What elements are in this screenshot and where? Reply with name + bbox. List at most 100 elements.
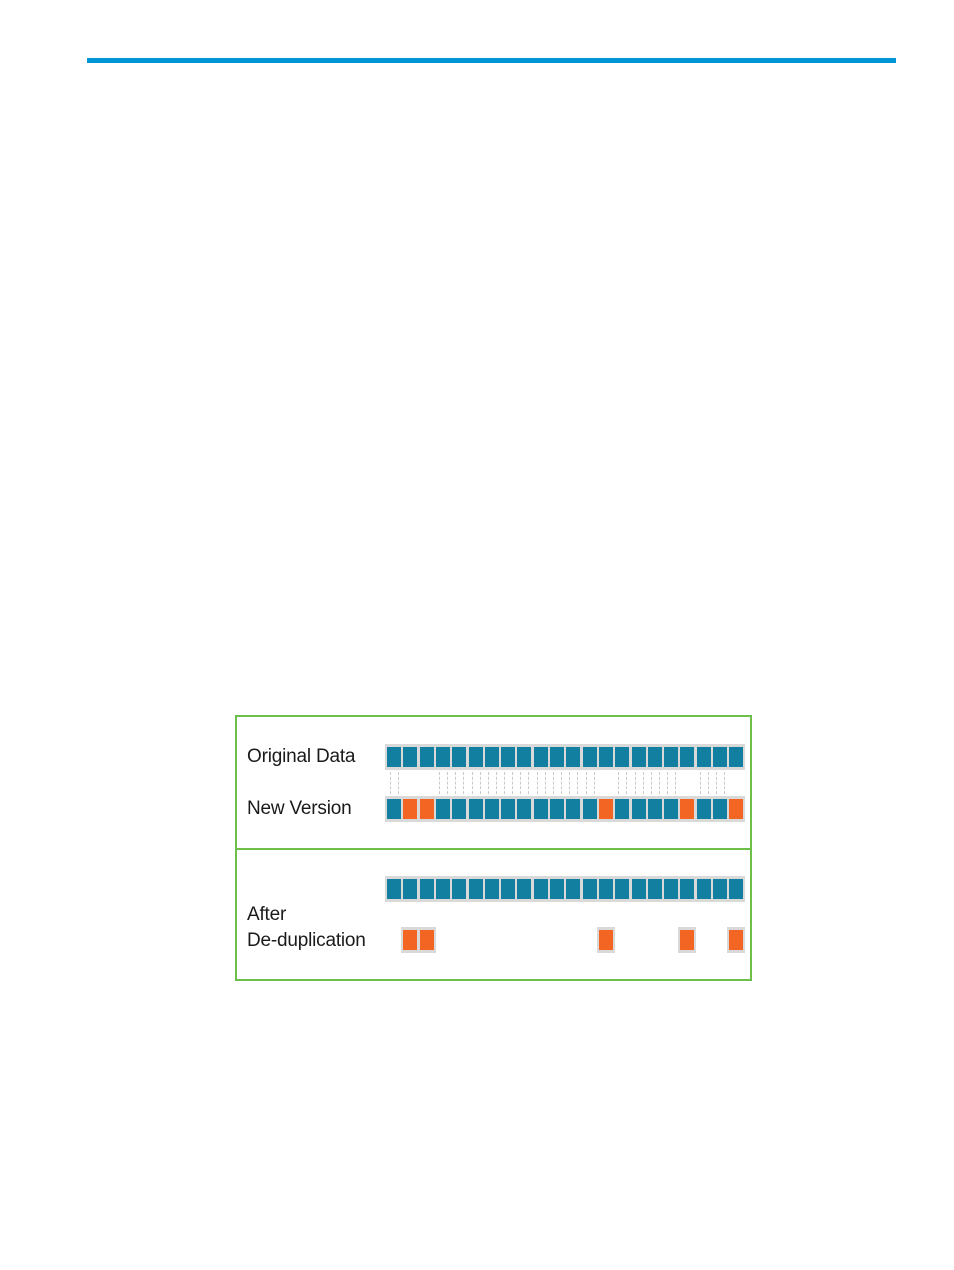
- original-unchanged-block: [485, 747, 499, 767]
- stored-changed-block: [403, 930, 417, 950]
- stored-unchanged-block: [615, 879, 629, 899]
- stored-unchanged-block: [452, 879, 466, 899]
- correspondence-line: [512, 772, 513, 794]
- correspondence-line: [496, 772, 497, 794]
- stored-changed-block: [729, 930, 743, 950]
- original-unchanged-block: [403, 747, 417, 767]
- original-unchanged-block: [583, 747, 597, 767]
- stored-unchanged-block: [469, 879, 483, 899]
- correspondence-line: [553, 772, 554, 794]
- original-unchanged-block: [517, 747, 531, 767]
- correspondence-line: [577, 772, 578, 794]
- original-unchanged-block: [469, 747, 483, 767]
- correspondence-line: [520, 772, 521, 794]
- new-version-unchanged-block: [436, 799, 450, 819]
- stored-unchanged-block: [403, 879, 417, 899]
- correspondence-line: [398, 772, 399, 794]
- correspondence-line: [488, 772, 489, 794]
- stored-unchanged-block: [566, 879, 580, 899]
- stored-changed-block: [420, 930, 434, 950]
- correspondence-line: [390, 772, 391, 794]
- correspondence-line: [675, 772, 676, 794]
- original-unchanged-block: [501, 747, 515, 767]
- new-version-unchanged-block: [648, 799, 662, 819]
- new-version-changed-block: [680, 799, 694, 819]
- stored-unchanged-block: [713, 879, 727, 899]
- original-data-label: Original Data: [247, 744, 355, 770]
- stored-unchanged-block: [697, 879, 711, 899]
- original-unchanged-block: [550, 747, 564, 767]
- original-unchanged-block: [632, 747, 646, 767]
- stored-unchanged-block: [550, 879, 564, 899]
- new-version-unchanged-block: [566, 799, 580, 819]
- original-unchanged-block: [729, 747, 743, 767]
- new-version-changed-block: [599, 799, 613, 819]
- correspondence-line: [643, 772, 644, 794]
- stored-unchanged-block: [517, 879, 531, 899]
- new-version-unchanged-block: [501, 799, 515, 819]
- stored-unchanged-block: [632, 879, 646, 899]
- stored-unchanged-block: [436, 879, 450, 899]
- original-unchanged-block: [680, 747, 694, 767]
- correspondence-line: [528, 772, 529, 794]
- stored-unchanged-block: [729, 879, 743, 899]
- correspondence-line: [635, 772, 636, 794]
- original-unchanged-block: [713, 747, 727, 767]
- correspondence-line: [504, 772, 505, 794]
- new-version-unchanged-block: [713, 799, 727, 819]
- after-label: After: [247, 902, 286, 928]
- correspondence-line: [667, 772, 668, 794]
- stored-unchanged-block: [599, 879, 613, 899]
- correspondence-line: [447, 772, 448, 794]
- original-unchanged-block: [436, 747, 450, 767]
- correspondence-line: [561, 772, 562, 794]
- correspondence-line: [618, 772, 619, 794]
- stored-changed-group: [678, 927, 696, 953]
- stored-unchanged-block: [420, 879, 434, 899]
- new-version-unchanged-block: [452, 799, 466, 819]
- stored-unchanged-block: [664, 879, 678, 899]
- correspondence-line: [455, 772, 456, 794]
- deduplicated-stored-blocks: [385, 876, 745, 902]
- original-unchanged-block: [387, 747, 401, 767]
- stored-changed-block: [599, 930, 613, 950]
- correspondence-line: [586, 772, 587, 794]
- original-unchanged-block: [648, 747, 662, 767]
- new-version-unchanged-block: [632, 799, 646, 819]
- correspondence-line: [594, 772, 595, 794]
- new-version-unchanged-block: [697, 799, 711, 819]
- stored-unchanged-block: [485, 879, 499, 899]
- stored-unchanged-block: [387, 879, 401, 899]
- correspondence-line: [716, 772, 717, 794]
- new-version-unchanged-block: [534, 799, 548, 819]
- new-version-label: New Version: [247, 796, 351, 822]
- new-version-unchanged-block: [583, 799, 597, 819]
- correspondence-line: [626, 772, 627, 794]
- original-unchanged-block: [664, 747, 678, 767]
- stored-unchanged-block: [501, 879, 515, 899]
- stored-changed-block: [680, 930, 694, 950]
- stored-changed-group: [727, 927, 745, 953]
- stored-unchanged-block: [680, 879, 694, 899]
- original-unchanged-block: [452, 747, 466, 767]
- original-data-blocks: [385, 744, 745, 770]
- new-version-unchanged-block: [485, 799, 499, 819]
- original-unchanged-block: [697, 747, 711, 767]
- new-version-unchanged-block: [550, 799, 564, 819]
- correspondence-line: [463, 772, 464, 794]
- deduplication-diagram: Original Data New Version After De-dupli…: [235, 715, 752, 981]
- new-version-blocks: [385, 796, 745, 822]
- original-unchanged-block: [566, 747, 580, 767]
- stored-unchanged-block: [534, 879, 548, 899]
- section-divider: [237, 848, 750, 850]
- new-version-changed-block: [403, 799, 417, 819]
- new-version-unchanged-block: [517, 799, 531, 819]
- correspondence-line: [724, 772, 725, 794]
- new-version-unchanged-block: [615, 799, 629, 819]
- correspondence-line: [472, 772, 473, 794]
- original-unchanged-block: [420, 747, 434, 767]
- original-unchanged-block: [599, 747, 613, 767]
- stored-changed-group: [597, 927, 615, 953]
- new-version-changed-block: [420, 799, 434, 819]
- new-version-unchanged-block: [387, 799, 401, 819]
